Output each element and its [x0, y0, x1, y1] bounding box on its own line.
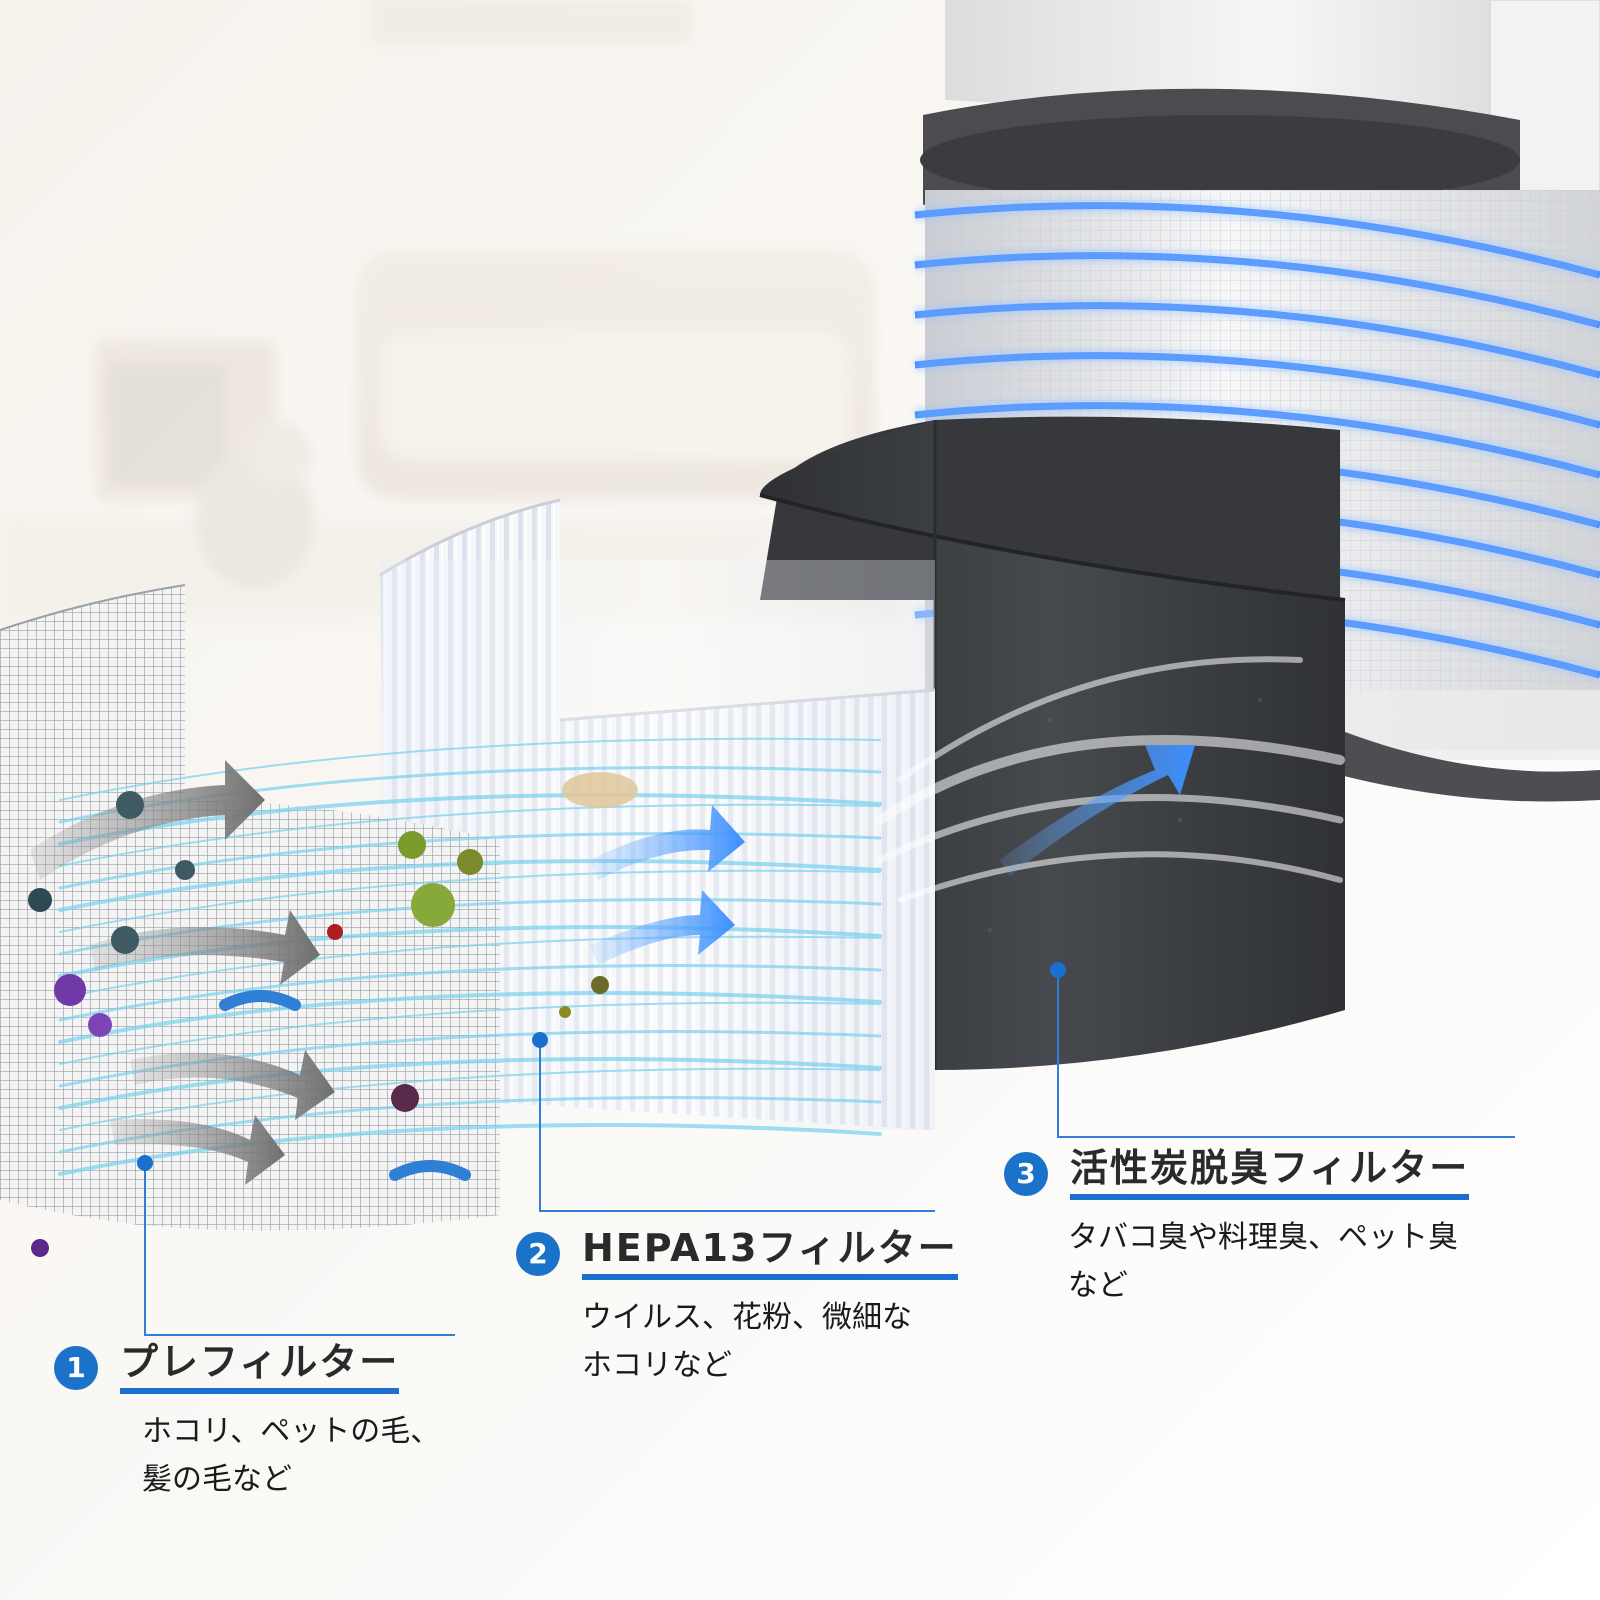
airflow-streak	[58, 832, 882, 890]
airflow-streak	[59, 803, 881, 867]
airflow-ring-glow	[914, 398, 1600, 482]
leader-lines	[144, 970, 1515, 1336]
airflow-streak	[59, 737, 881, 801]
airflow-streaks	[58, 737, 882, 1176]
filter-title: 活性炭脱臭フィルター	[1070, 1147, 1470, 1200]
particle	[398, 831, 426, 859]
filter-title: プレフィルター	[120, 1341, 400, 1394]
airflow-streak	[58, 991, 882, 1044]
particle-icon	[28, 772, 638, 1257]
airflow-ring-glow	[914, 348, 1600, 432]
callout-heading: 3 活性炭脱臭フィルター	[1004, 1147, 1470, 1200]
pollen-particle	[562, 772, 638, 808]
airflow-ring-glow	[914, 298, 1600, 382]
air-purifier-body	[920, 0, 1600, 221]
particle	[391, 1084, 419, 1112]
particle	[175, 860, 195, 880]
callout-heading: 2 HEPA13フィルター	[516, 1227, 958, 1280]
particle	[111, 926, 139, 954]
bacteria-particle	[219, 990, 301, 1011]
particle	[411, 883, 455, 927]
airflow-ring-glow	[914, 198, 1600, 282]
particle	[88, 1013, 112, 1037]
number-badge: 3	[1004, 1151, 1048, 1196]
airflow-streak	[58, 793, 882, 846]
airflow-streak	[58, 1057, 882, 1110]
filter-title: HEPA13フィルター	[582, 1227, 958, 1280]
number-badge: 2	[516, 1231, 560, 1276]
particle	[327, 924, 343, 940]
particle	[31, 1239, 49, 1257]
airflow-ring-glow	[914, 248, 1600, 332]
particle	[457, 849, 483, 875]
pre-filter-mesh	[0, 584, 500, 1231]
airflow-streak	[59, 1067, 881, 1131]
callout-heading: 1 プレフィルター	[54, 1341, 440, 1394]
filter-description: タバコ臭や料理臭、ペット臭 など	[1068, 1219, 1458, 1303]
airflow-streak	[59, 1001, 881, 1065]
leader-dot-icon	[137, 962, 1066, 1171]
airflow-streak	[59, 869, 881, 933]
airflow-streak	[59, 935, 881, 999]
callout-hepa13-filter: 2 HEPA13フィルター ウイルス、花粉、微細な ホコリなど	[516, 1227, 958, 1390]
filter-description: ウイルス、花粉、微細な ホコリなど	[582, 1299, 912, 1383]
airflow-streak	[58, 859, 882, 912]
particle	[116, 791, 144, 819]
particle	[28, 888, 52, 912]
airflow-streak	[58, 1123, 882, 1176]
number-badge: 1	[54, 1345, 98, 1390]
filter-description: ホコリ、ペットの毛、 髪の毛など	[142, 1413, 441, 1497]
bacteria-particle	[389, 1160, 471, 1181]
airflow-streak	[58, 925, 882, 978]
particle	[54, 974, 86, 1006]
carbon-filter	[759, 416, 1346, 1070]
callout-carbon-filter: 3 活性炭脱臭フィルター タバコ臭や料理臭、ペット臭 など	[1004, 1147, 1470, 1310]
particle	[591, 976, 609, 994]
callout-pre-filter: 1 プレフィルター ホコリ、ペットの毛、 髪の毛など	[54, 1341, 441, 1504]
particle	[559, 1006, 571, 1018]
airflow-streak	[58, 964, 882, 1022]
airflow-arrow-icon	[30, 745, 1195, 1185]
